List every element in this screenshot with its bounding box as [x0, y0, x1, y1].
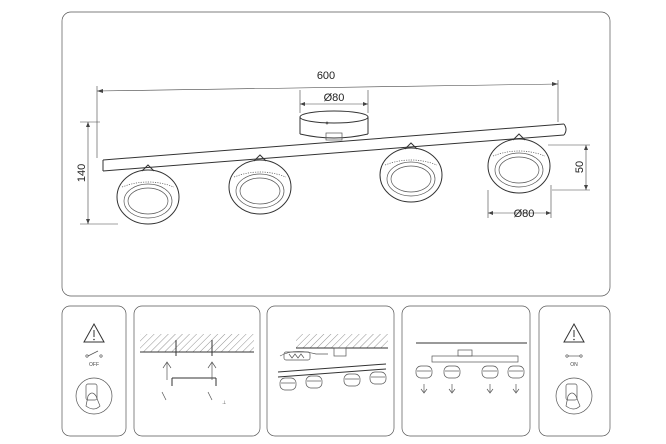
step-assembly-panel — [401, 305, 531, 437]
step-switch-off-panel: OFF — [61, 305, 127, 437]
switch-on-icon — [565, 354, 583, 358]
hand-switch-icon — [75, 377, 113, 415]
step-drill-panel: ⊥ — [133, 305, 261, 437]
step-switch-on-panel: ON — [538, 305, 611, 437]
switch-off-icon — [85, 350, 103, 358]
main-panel — [61, 11, 611, 297]
head-height-dimension — [548, 144, 590, 191]
warning-icon — [83, 322, 105, 343]
spotlight-2 — [228, 154, 292, 215]
switch-off-label: OFF — [89, 362, 99, 368]
rail-bar — [102, 123, 567, 172]
spotlight-1 — [116, 164, 180, 225]
head-diameter-dimension — [487, 185, 552, 218]
height-label: 140 — [76, 164, 88, 182]
base-diameter-label: Ø80 — [324, 92, 345, 104]
length-label: 600 — [317, 70, 335, 82]
ceiling-base — [299, 110, 369, 141]
head-height-label: 50 — [574, 161, 586, 173]
spotlight-4 — [487, 133, 551, 194]
hand-switch-icon — [555, 377, 593, 415]
switch-on-label: ON — [570, 362, 578, 368]
height-dimension — [80, 121, 118, 225]
warning-icon — [563, 322, 585, 343]
base-diameter-dimension — [299, 90, 369, 113]
head-diameter-label: Ø80 — [514, 208, 535, 220]
step-wiring-panel — [266, 305, 395, 437]
spotlight-3 — [379, 142, 443, 203]
svg-text:⊥: ⊥ — [222, 400, 226, 406]
